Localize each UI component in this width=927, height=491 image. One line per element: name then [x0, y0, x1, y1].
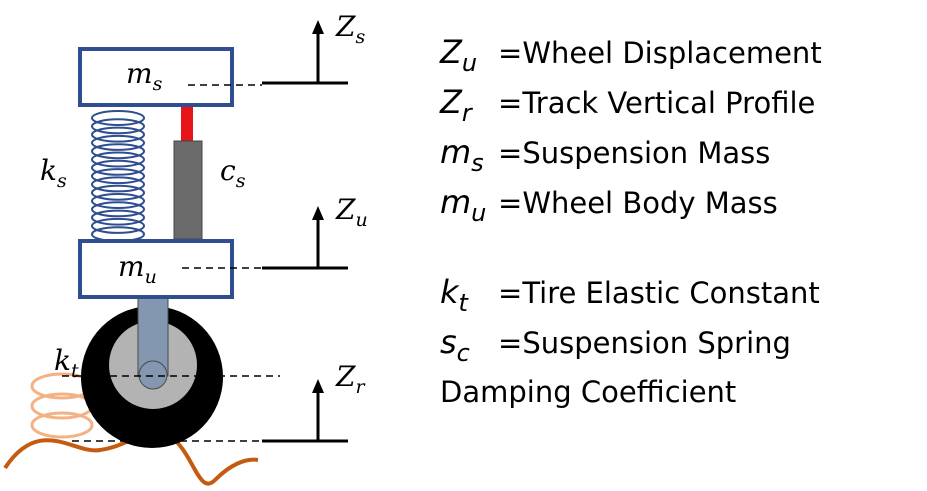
spring-coil [91, 126, 145, 143]
spring-coil [91, 159, 145, 176]
zs-reference [262, 20, 348, 85]
legend-symbol: sc [440, 323, 470, 367]
spring-coil [91, 217, 145, 234]
label-mu: mu [118, 250, 157, 288]
spring-coil [91, 184, 145, 201]
spring-coil [91, 168, 145, 185]
legend-symbol: Zr [440, 83, 472, 127]
axle-end [138, 360, 168, 390]
legend-equals: = [498, 186, 523, 220]
legend-item-sc: sc = Suspension Spring [440, 322, 791, 367]
legend-item-zu: Zu = Wheel Displacement [440, 32, 822, 77]
legend-symbol: ms [440, 133, 484, 177]
suspension-spring-ks [91, 110, 145, 243]
legend-equals: = [498, 326, 523, 360]
legend-text: Wheel Body Mass [522, 186, 778, 220]
label-zr: Zr [335, 360, 366, 398]
label-cs: cs [220, 154, 246, 192]
spring-coil [91, 176, 145, 193]
legend-equals: = [498, 86, 523, 120]
spring-coil [91, 134, 145, 151]
spring-coil [91, 151, 145, 168]
legend-continuation: Damping Coefficient [440, 375, 737, 409]
legend-item-ms: ms = Suspension Mass [440, 132, 771, 177]
legend-symbol: kt [440, 273, 468, 317]
legend-text: Track Vertical Profile [522, 86, 816, 120]
spring-coil [91, 143, 145, 160]
label-kt: kt [54, 344, 79, 382]
damper-body [173, 140, 203, 240]
legend-equals: = [498, 36, 523, 70]
wheel-mass-box [78, 239, 234, 299]
label-ks: ks [40, 154, 67, 192]
label-zu: Zu [335, 193, 368, 231]
spring-coil [91, 118, 145, 135]
legend-text: Suspension Mass [522, 136, 771, 170]
label-zs: Zs [335, 10, 365, 48]
spring-coil [91, 110, 145, 126]
legend-equals: = [498, 136, 523, 170]
spring-coil [91, 193, 145, 209]
legend-item-mu: mu = Wheel Body Mass [440, 182, 778, 227]
spring-coil [91, 201, 145, 218]
tire-spring-kt [30, 372, 94, 439]
suspension-mass-box [78, 47, 234, 107]
zu-reference [262, 206, 348, 270]
legend-text: Suspension Spring [522, 326, 791, 360]
damper-rod [181, 106, 193, 142]
legend-item-kt: kt = Tire Elastic Constant [440, 272, 820, 317]
label-ms: ms [126, 57, 163, 95]
legend-text: Wheel Displacement [522, 36, 822, 70]
legend-equals: = [498, 276, 523, 310]
legend-symbol: Zu [440, 33, 478, 77]
legend-symbol: mu [440, 183, 487, 227]
zr-reference [262, 379, 348, 443]
spring-coil [91, 209, 145, 226]
legend-text: Tire Elastic Constant [522, 276, 820, 310]
legend-item-zr: Zr = Track Vertical Profile [440, 82, 816, 127]
